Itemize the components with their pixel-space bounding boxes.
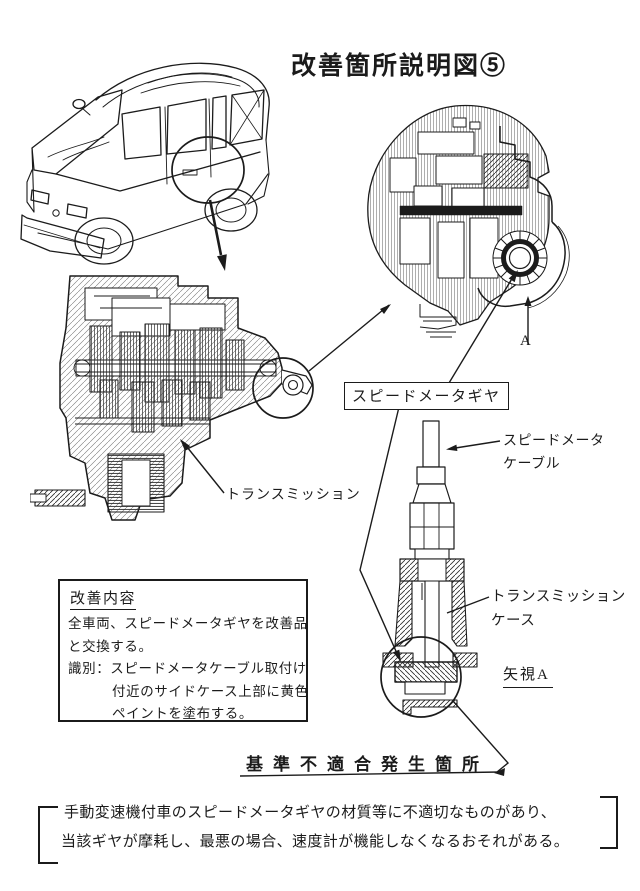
- speedometer-cable-callout-line2: ケーブル: [503, 457, 561, 472]
- transmission-cross-section: [30, 275, 314, 521]
- transmission-case-callout-line1: トランスミッション: [491, 589, 626, 605]
- view-arrow-letter: A: [520, 333, 531, 349]
- gear-highlight-circle: [380, 636, 462, 718]
- speedometer-gear-callout: スピードメータギヤ: [344, 382, 509, 410]
- footer-right-bracket: [600, 796, 618, 849]
- speedometer-cable-callout-line1: スピードメータ: [503, 434, 605, 449]
- footer-left-bracket: [38, 806, 58, 864]
- speedometer-gear-in-assembly: [394, 661, 458, 683]
- transmission-case-callout-line2: ケース: [491, 613, 536, 629]
- transmission-highlight-circle: [252, 357, 314, 419]
- footer-note-line2: 当該ギヤが摩耗し、最悪の場合、速度計が機能しなくなるおそれがある。: [61, 834, 570, 850]
- van-highlight-circle: [171, 136, 245, 204]
- improvement-line: 付近のサイドケース上部に黄色: [112, 683, 309, 699]
- speedometer-cable-callout: スピードメータ ケーブル: [503, 430, 605, 476]
- improvement-content-box: 改善内容 全車両、スピードメータギヤを改善品 と交換する。 識別：スピードメータ…: [58, 579, 308, 722]
- van-illustration: [20, 62, 270, 265]
- improvement-line: 識別：スピードメータケーブル取付け: [68, 661, 307, 676]
- magnified-section-view: [367, 104, 570, 338]
- transmission-case-callout: トランスミッション ケース: [491, 585, 626, 633]
- improvement-line: ペイントを塗布する。: [112, 706, 253, 721]
- transmission-callout: トランスミッション: [226, 488, 361, 503]
- view-a-callout: 矢視A: [503, 663, 553, 688]
- page-title: 改善箇所説明図⑤: [291, 53, 508, 80]
- improvement-heading: 改善内容: [70, 587, 137, 610]
- cable-assembly-drawing: [380, 420, 478, 718]
- footer-note-line1: 手動変速機付車のスピードメータギヤの材質等に不適切なものがあり、: [64, 805, 557, 821]
- improvement-line: 全車両、スピードメータギヤを改善品: [68, 616, 308, 631]
- improvement-line: と交換する。: [68, 638, 153, 654]
- nonconformity-location-heading: 基準不適合発生箇所: [246, 755, 489, 774]
- speedometer-gear-in-section: [492, 230, 548, 286]
